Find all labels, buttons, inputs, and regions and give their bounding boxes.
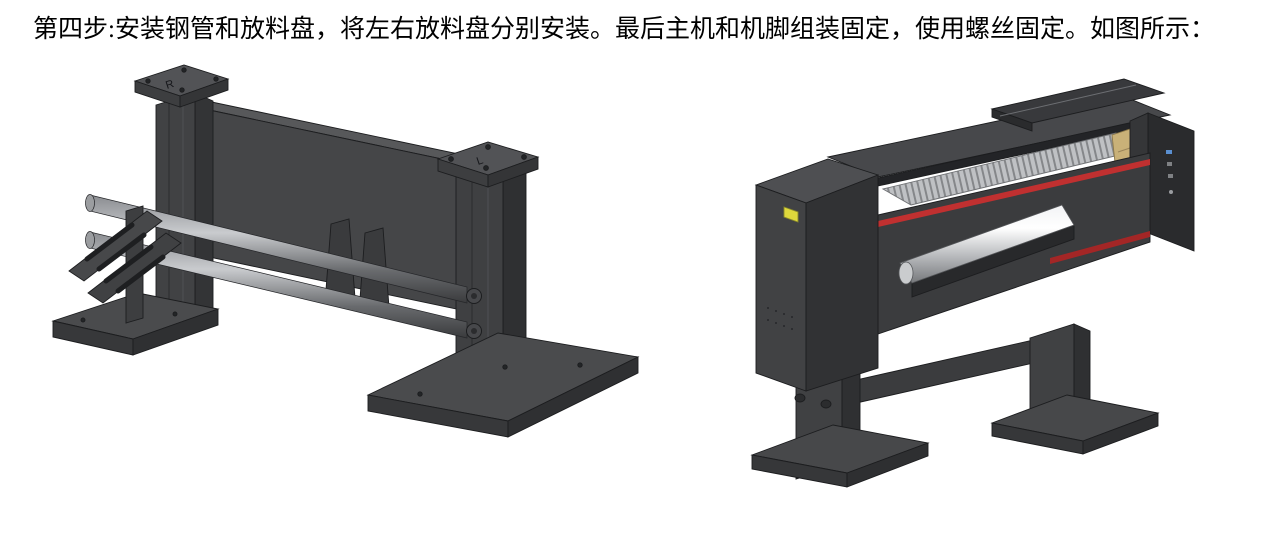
tray-brackets xyxy=(68,205,182,324)
printer-body xyxy=(826,78,1195,335)
machine-stand xyxy=(750,323,1160,488)
yellow-label xyxy=(783,206,799,223)
plate-mark-l: L xyxy=(475,154,485,167)
vent-holes xyxy=(767,307,793,330)
instruction-text: 第四步:安装钢管和放料盘，将左右放料盘分别安装。最后主机和机脚组装固定，使用螺丝… xyxy=(33,16,1215,43)
printer-figure-svg xyxy=(750,78,1195,488)
figure-printer-assembly xyxy=(700,72,1235,497)
ink-compartment xyxy=(754,158,880,409)
top-cover xyxy=(990,78,1166,132)
stand-figure-svg: R L xyxy=(51,64,640,438)
plate-mark-r: R xyxy=(164,78,175,92)
red-stripe xyxy=(878,159,1150,264)
figure-stand-assembly: R L xyxy=(35,62,640,492)
right-foot xyxy=(366,332,640,438)
front-roller xyxy=(898,204,1075,298)
steel-tubes xyxy=(85,194,482,339)
